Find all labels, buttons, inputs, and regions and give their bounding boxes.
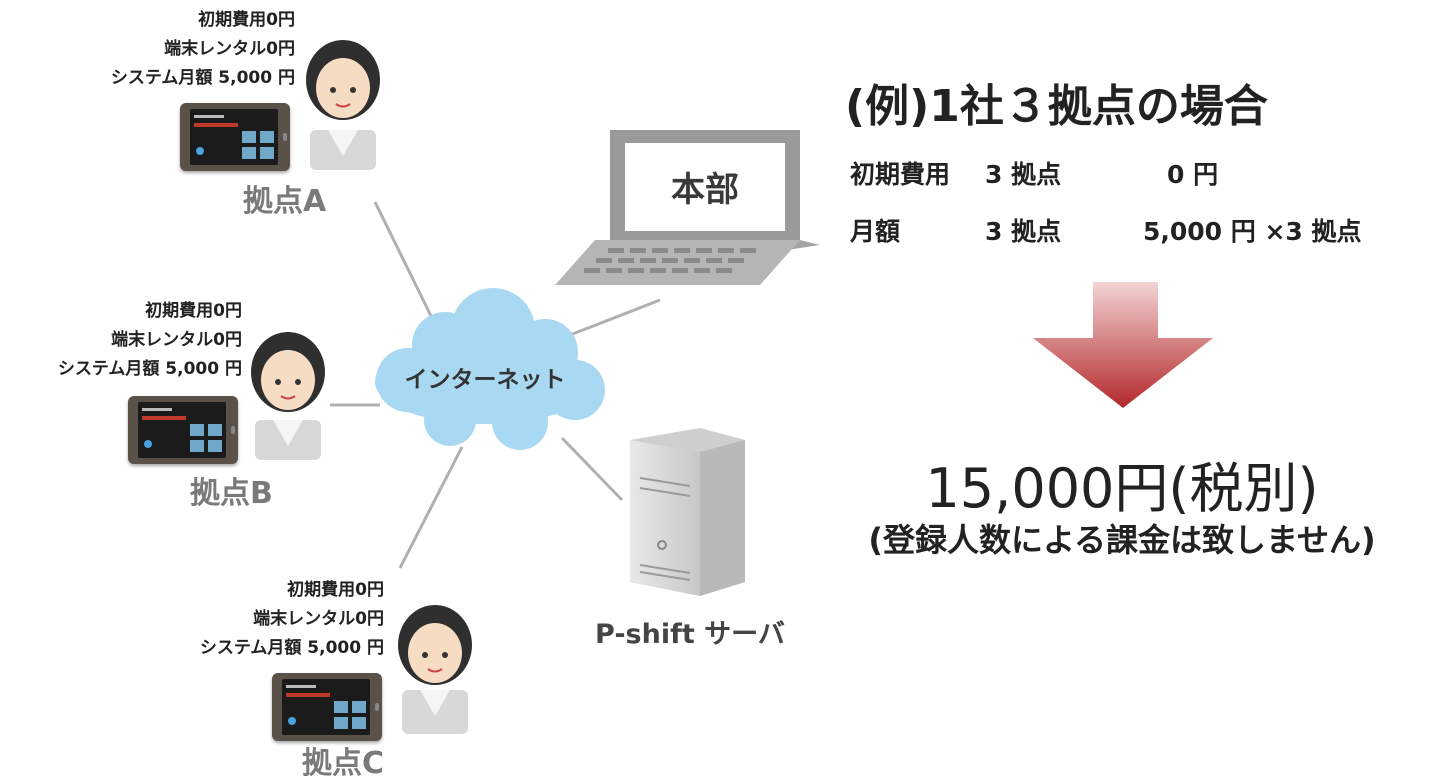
connector-site-a — [373, 201, 434, 319]
tablet-icon-b — [128, 396, 238, 464]
row-monthly-value: 5,000 円 ×3 拠点 — [1143, 217, 1362, 246]
site-b-costs: 初期費用0円 端末レンタル0円 システム月額 5,000 円 — [58, 297, 242, 384]
example-title: (例)1社３拠点の場合 — [845, 81, 1268, 132]
connector-site-c — [398, 446, 464, 569]
site-a-rental-cost: 端末レンタル0円 — [164, 39, 295, 59]
row-initial-count: 3 拠点 — [985, 160, 1062, 189]
person-icon-a — [306, 40, 380, 170]
site-a-initial-cost: 初期費用0円 — [198, 10, 295, 30]
total-price: 15,000円(税別) — [925, 457, 1319, 520]
site-b-rental-cost: 端末レンタル0円 — [111, 330, 242, 350]
server-icon — [630, 428, 745, 596]
site-c-name: 拠点C — [302, 746, 385, 781]
site-c-rental-cost: 端末レンタル0円 — [253, 609, 384, 629]
tablet-icon-c — [272, 673, 382, 741]
server-label: P-shift サーバ — [595, 619, 785, 650]
down-arrow-icon — [1033, 282, 1213, 408]
internet-label: インターネット — [404, 367, 566, 393]
site-a-monthly-cost: システム月額 5,000 円 — [110, 68, 295, 88]
row-monthly-label: 月額 — [850, 217, 901, 246]
site-c-monthly-cost: システム月額 5,000 円 — [199, 638, 384, 658]
connector-server — [560, 436, 624, 502]
site-c-initial-cost: 初期費用0円 — [287, 580, 384, 600]
site-a-name: 拠点A — [243, 184, 327, 219]
row-initial-label: 初期費用 — [850, 160, 951, 189]
site-b-monthly-cost: システム月額 5,000 円 — [57, 359, 242, 379]
site-a-costs: 初期費用0円 端末レンタル0円 システム月額 5,000 円 — [111, 6, 295, 93]
billing-note: (登録人数による課金は致しません) — [868, 521, 1376, 559]
row-initial-value: 0 円 — [1167, 160, 1219, 189]
connector-hq — [569, 298, 661, 337]
person-icon-b — [251, 332, 325, 460]
site-b-name: 拠点B — [190, 476, 273, 511]
site-b-initial-cost: 初期費用0円 — [145, 301, 242, 321]
hq-label: 本部 — [671, 170, 739, 210]
site-c-costs: 初期費用0円 端末レンタル0円 システム月額 5,000 円 — [200, 576, 384, 663]
laptop-icon — [555, 130, 820, 285]
connector-lines — [330, 201, 661, 569]
internet-cloud-icon — [375, 288, 605, 450]
row-monthly-count: 3 拠点 — [985, 217, 1062, 246]
person-icon-c — [398, 605, 472, 734]
tablet-icon-a — [180, 103, 290, 171]
